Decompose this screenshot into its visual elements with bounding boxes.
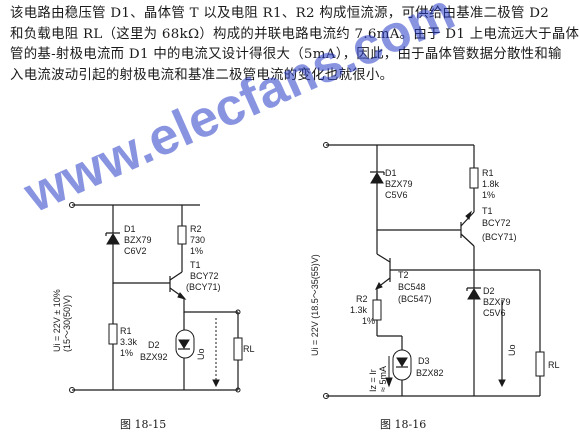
- r1-label: R1: [120, 326, 132, 336]
- figure-caption-18-16: 图 18-16: [380, 418, 426, 431]
- d2-type: BZX92: [140, 352, 168, 362]
- r2-label: R2: [356, 294, 368, 304]
- figure-caption-18-15: 图 18-15: [120, 418, 166, 431]
- t1-label: T1: [482, 206, 493, 216]
- figure-18-15: D1 BZX79 C6V2 R2 730 1% T1 BCY72 (BCY71)…: [52, 202, 255, 431]
- d1-variant: C5V6: [385, 190, 408, 200]
- uo-label: Uo: [196, 348, 206, 360]
- d1-zener-symbol: [370, 171, 385, 184]
- d1-type: BZX79: [124, 235, 152, 245]
- r1-resistor: [108, 323, 118, 345]
- t1-type: BCY72: [190, 271, 219, 281]
- paragraph-line-4: 入电流波动引起的射极电流和基准二极管电流的变化也就很小。: [10, 67, 394, 83]
- rl-label: RL: [243, 344, 255, 354]
- d2-zener-symbol: [466, 287, 481, 300]
- ui-label: Ui = 22V (18.5～35(55)V): [310, 254, 320, 356]
- d2-label: D2: [483, 286, 495, 296]
- t1-type: BCY72: [482, 218, 511, 228]
- input-terminal-top: [69, 202, 75, 208]
- d2-type: BZX79: [483, 297, 511, 307]
- d3-label: D3: [418, 356, 430, 366]
- t2-transistor-symbol: [375, 253, 474, 290]
- iz-value: ≈ 5mA: [378, 366, 388, 392]
- input-terminal-bottom: [323, 393, 329, 399]
- t2-label: T2: [398, 270, 409, 280]
- t2-type: BC548: [398, 282, 426, 292]
- r2-tolerance: 1%: [362, 316, 375, 326]
- rl-label: RL: [548, 360, 560, 370]
- r1-value: 1.8k: [482, 179, 500, 189]
- t1-alt-type: (BCY71): [482, 232, 517, 242]
- rl-load-resistor: [233, 337, 243, 361]
- d1-type: BZX79: [385, 179, 413, 189]
- iz-label: Iz = Ir: [368, 369, 378, 392]
- paragraph-line-2: 和负载电阻 RL（这里为 68kΩ）构成的并联电路电流约 7.6mA。由于 D1…: [10, 26, 579, 42]
- r2-tolerance: 1%: [190, 246, 203, 256]
- input-terminal-bottom: [69, 387, 75, 393]
- rl-load-resistor: [535, 351, 545, 377]
- figure-18-16: D1 BZX79 C5V6 R1 1.8k 1% T1 BCY72 (BCY71…: [310, 142, 560, 431]
- d1-label: D1: [124, 224, 136, 234]
- r1-label: R1: [482, 168, 494, 178]
- d1-label: D1: [385, 168, 397, 178]
- r2-value: 1.3k: [350, 305, 368, 315]
- r2-label: R2: [190, 224, 202, 234]
- d2-label: D2: [148, 340, 160, 350]
- input-terminal-top: [323, 142, 329, 148]
- paragraph-line-3: 管的基-射极电流而 D1 中的电流又设计得很大（5mA），因此，由于晶体管数据分…: [10, 47, 562, 62]
- uo-label: Uo: [507, 344, 517, 356]
- r1-tolerance: 1%: [120, 348, 133, 358]
- r2-resistor: [177, 225, 187, 245]
- t1-label: T1: [190, 260, 201, 270]
- d3-type: BZX82: [416, 368, 444, 378]
- d1-variant: C6V2: [124, 246, 147, 256]
- paragraph-line-1: 该电路由稳压管 D1、晶体管 T 以及电阻 R1、R2 构成恒流源，可供给由基准…: [10, 6, 550, 21]
- t2-alt-type: (BC547): [398, 294, 432, 304]
- d2-reference-diode: [175, 312, 195, 390]
- ui-label: Ui = 22V ± 10%: [52, 289, 62, 352]
- r2-value: 730: [190, 235, 205, 245]
- d1-zener-symbol: [105, 232, 120, 245]
- t1-alt-type: (BCY71): [186, 282, 221, 292]
- r1-resistor: [469, 167, 479, 189]
- t1-transistor-symbol: [169, 271, 187, 300]
- r1-tolerance: 1%: [482, 190, 495, 200]
- d3-reference-diode: [377, 335, 412, 396]
- d2-variant: C5V6: [483, 308, 506, 318]
- description-paragraph: 该电路由稳压管 D1、晶体管 T 以及电阻 R1、R2 构成恒流源，可供给由基准…: [10, 4, 579, 86]
- t1-transistor-symbol: [460, 210, 475, 247]
- ui-range: (15～30(50)V): [62, 295, 72, 352]
- r1-value: 3.3k: [120, 337, 138, 347]
